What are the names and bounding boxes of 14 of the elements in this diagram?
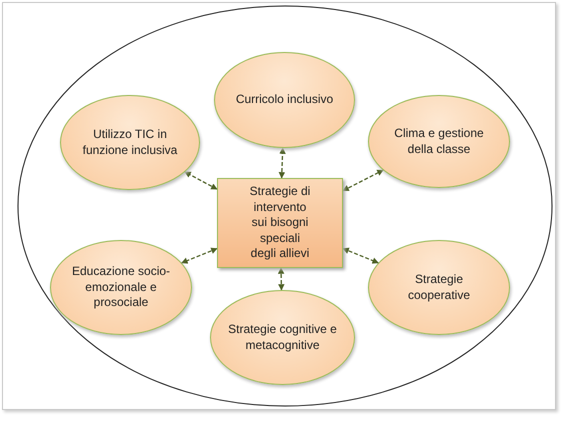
node-label: Clima e gestione della classe xyxy=(393,126,485,158)
double-arrow xyxy=(184,171,218,190)
node-label: Educazione socio-emozionale e prosociale xyxy=(70,264,172,311)
process-box xyxy=(217,178,343,268)
node-label: Strategie di intervento sui bisogni speciali degli allievi xyxy=(248,184,312,262)
node-label: Utilizzo TIC in funzione inclusiva xyxy=(82,126,178,158)
node-label: Strategie cooperative xyxy=(406,272,472,304)
double-arrow xyxy=(342,170,384,192)
double-arrow xyxy=(278,147,286,179)
node-label: Strategie cognitive e metacognitive xyxy=(227,322,338,354)
double-arrow xyxy=(181,248,218,264)
node-label: Curricolo inclusivo xyxy=(234,92,334,108)
double-arrow xyxy=(342,248,379,264)
double-arrow xyxy=(278,267,285,291)
